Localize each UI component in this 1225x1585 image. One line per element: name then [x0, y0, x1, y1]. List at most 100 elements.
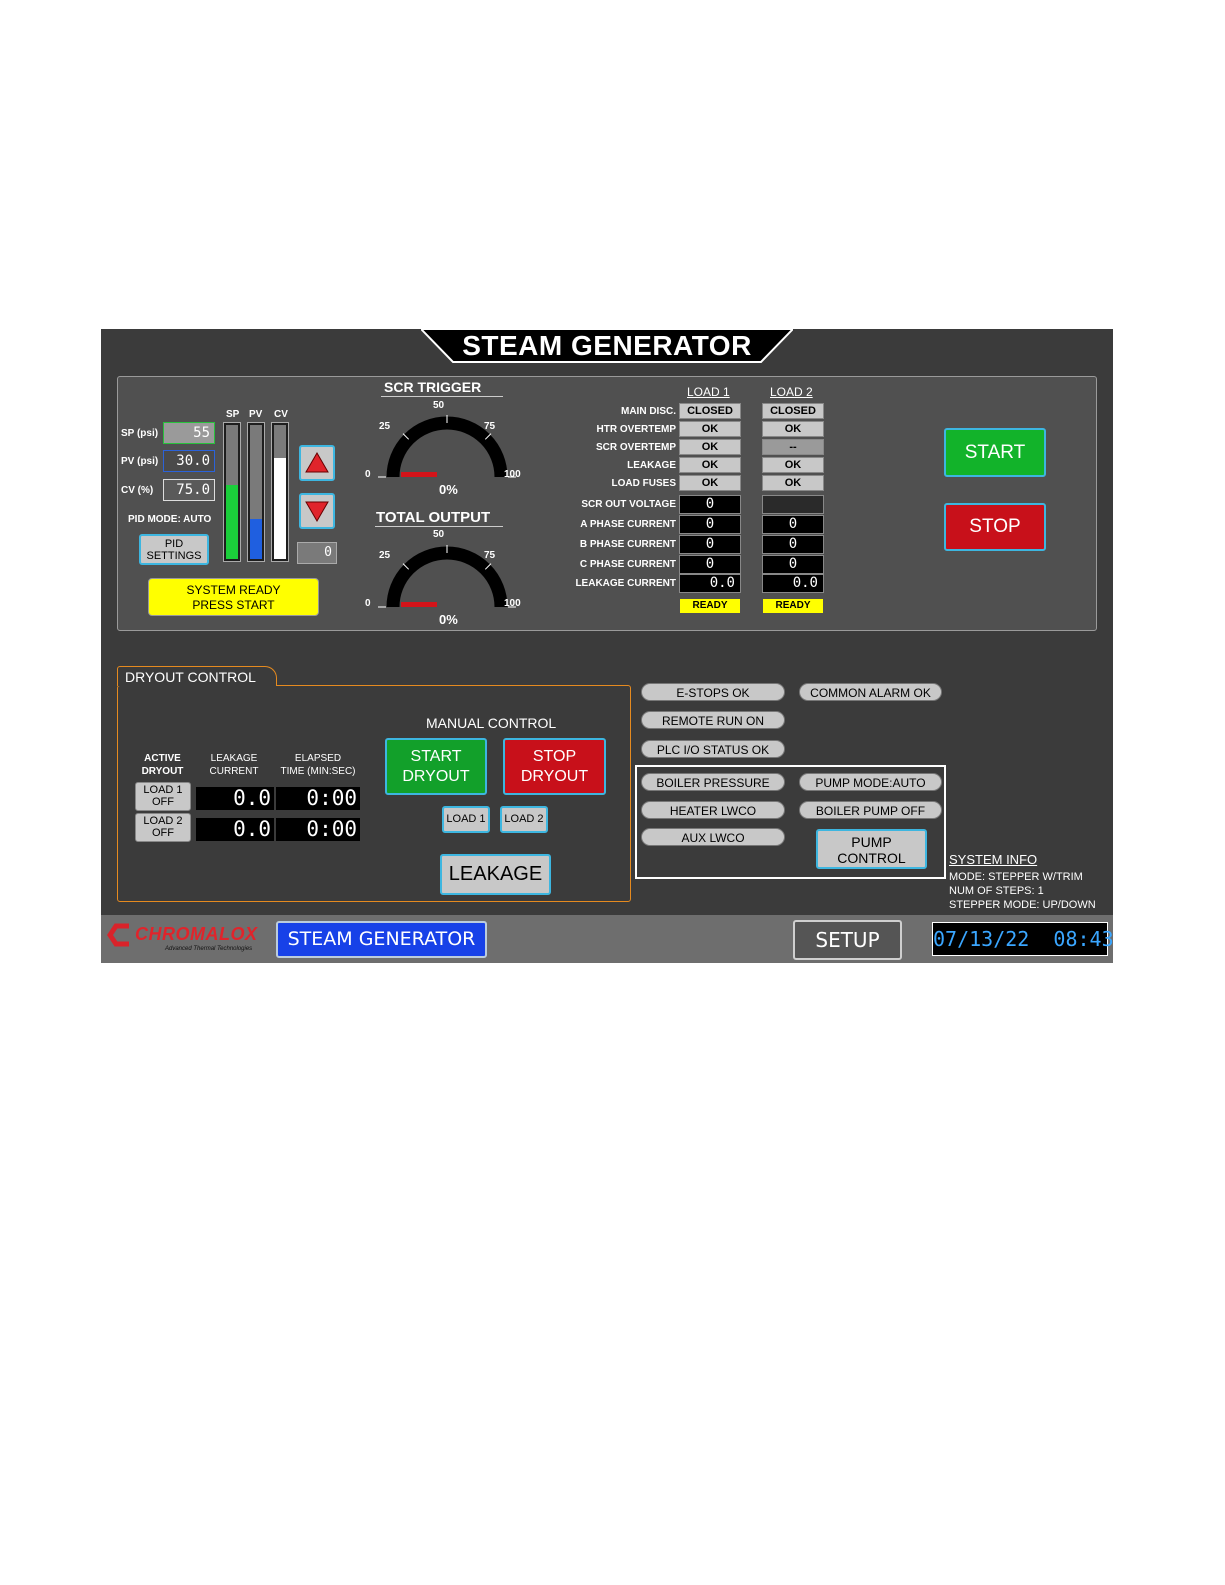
load1-dryout-leakage: 0.0: [196, 787, 274, 810]
load2-b-phase-current: 0: [762, 535, 824, 554]
scr-overtemp-label: SCR OVERTEMP: [595, 442, 676, 453]
scr-out-voltage-label: SCR OUT VOLTAGE: [581, 499, 676, 510]
load1-dryout-time: 0:00: [276, 787, 360, 810]
total-tick-75: 75: [484, 550, 496, 561]
leakage-current-header: LEAKAGE CURRENT: [209, 753, 259, 777]
common-alarm-status: COMMON ALARM OK: [799, 683, 942, 701]
manual-output-value[interactable]: 0: [297, 542, 337, 564]
system-info-title: SYSTEM INFO: [949, 852, 1038, 867]
load2-c-phase-current: 0: [762, 555, 824, 574]
load1-load-fuses: OK: [679, 475, 741, 491]
load2-a-phase-current: 0: [762, 515, 824, 534]
steam-generator-nav-button[interactable]: STEAM GENERATOR: [276, 921, 487, 958]
scr-tick-0: 0: [365, 469, 371, 480]
load-fuses-label: LOAD FUSES: [611, 478, 676, 489]
main-disc-label: MAIN DISC.: [621, 406, 676, 417]
aux-lwco-status: AUX LWCO: [641, 828, 785, 846]
a-phase-current-label: A PHASE CURRENT: [580, 519, 676, 530]
scr-tick-100: 100: [504, 469, 521, 480]
leakage-label: LEAKAGE: [627, 460, 676, 471]
load2-ready-badge: READY: [763, 599, 823, 613]
pid-mode-text: PID MODE: AUTO: [128, 514, 212, 525]
pv-display: 30.0: [163, 450, 215, 472]
boiler-status-box: [635, 765, 946, 879]
scr-trigger-value: 0%: [439, 482, 458, 497]
chromalox-tagline: Advanced Thermal Technologies: [165, 946, 253, 952]
manual-control-title: MANUAL CONTROL: [426, 715, 557, 731]
load1-c-phase-current: 0: [679, 555, 741, 574]
total-tick-100: 100: [504, 598, 521, 609]
load2-dryout-time: 0:00: [276, 818, 360, 841]
scr-tick-50: 50: [433, 400, 445, 411]
pump-mode-status: PUMP MODE:AUTO: [799, 773, 942, 791]
system-info-mode: MODE: STEPPER W/TRIM: [949, 871, 1083, 883]
down-arrow-icon: [305, 501, 329, 522]
cv-bar: [271, 422, 289, 562]
load2-dryout-leakage: 0.0: [196, 818, 274, 841]
total-output-value: 0%: [439, 612, 458, 627]
load2-header: LOAD 2: [770, 385, 813, 399]
total-tick-25: 25: [379, 550, 391, 561]
load1-b-phase-current: 0: [679, 535, 741, 554]
active-dryout-header: ACTIVE DRYOUT: [141, 753, 184, 777]
cv-label: CV (%): [121, 485, 154, 496]
sp-label: SP (psi): [121, 428, 159, 439]
load2-scr-out-voltage: [762, 495, 824, 514]
total-tick-0: 0: [365, 598, 371, 609]
boiler-pressure-status: BOILER PRESSURE: [641, 773, 785, 791]
page-title: STEAM GENERATOR: [462, 330, 752, 361]
leakage-button[interactable]: LEAKAGE: [440, 854, 551, 895]
c-phase-current-label: C PHASE CURRENT: [579, 559, 676, 570]
load1-main-disc: CLOSED: [679, 403, 741, 419]
load1-dryout-toggle[interactable]: LOAD 1 OFF: [135, 782, 191, 811]
scr-trigger-underline: [381, 396, 503, 397]
load1-scr-out-voltage: 0: [679, 495, 741, 514]
chromalox-logo-icon: [107, 923, 129, 947]
load1-leakage-current: 0.0: [679, 574, 741, 593]
load1-leakage: OK: [679, 457, 741, 473]
decrease-button[interactable]: [299, 493, 335, 529]
leakage-current-label: LEAKAGE CURRENT: [575, 578, 676, 589]
load1-htr-overtemp: OK: [679, 421, 741, 437]
load2-leakage-current: 0.0: [762, 574, 824, 593]
start-dryout-button[interactable]: START DRYOUT: [385, 738, 487, 795]
b-phase-current-label: B PHASE CURRENT: [579, 539, 676, 550]
load1-a-phase-current: 0: [679, 515, 741, 534]
manual-load1-button[interactable]: LOAD 1: [442, 806, 490, 833]
scr-tick-25: 25: [379, 421, 391, 432]
manual-load2-button[interactable]: LOAD 2: [500, 806, 548, 833]
increase-button[interactable]: [299, 445, 335, 481]
load2-leakage: OK: [762, 457, 824, 473]
system-info-steps: NUM OF STEPS: 1: [949, 885, 1044, 897]
load1-header: LOAD 1: [687, 385, 730, 399]
datetime-display: 07/13/22 08:43: [932, 922, 1113, 956]
load2-htr-overtemp: OK: [762, 421, 824, 437]
heater-lwco-status: HEATER LWCO: [641, 801, 785, 819]
stop-dryout-button[interactable]: STOP DRYOUT: [503, 738, 606, 795]
cv-input[interactable]: 75.0: [163, 479, 215, 501]
remote-run-status: REMOTE RUN ON: [641, 711, 785, 729]
chromalox-logo-text: CHROMALOX: [135, 924, 258, 944]
pv-bar: [247, 422, 265, 562]
pid-settings-button[interactable]: PID SETTINGS: [139, 534, 209, 565]
pv-bar-label: PV: [249, 409, 263, 420]
load2-scr-overtemp: --: [762, 439, 824, 455]
footer-bar: CHROMALOX Advanced Thermal Technologies …: [101, 915, 1113, 963]
load2-main-disc: CLOSED: [762, 403, 824, 419]
load1-scr-overtemp: OK: [679, 439, 741, 455]
sp-input[interactable]: 55: [163, 422, 215, 444]
boiler-pump-status: BOILER PUMP OFF: [799, 801, 942, 819]
start-button[interactable]: START: [944, 428, 1046, 477]
dryout-control-panel: [117, 685, 631, 902]
status-line-1: SYSTEM READY: [186, 583, 281, 597]
setup-button[interactable]: SETUP: [793, 920, 902, 960]
load2-dryout-toggle[interactable]: LOAD 2 OFF: [135, 813, 191, 842]
total-output-title: TOTAL OUTPUT: [376, 509, 491, 526]
sp-bar-label: SP: [226, 409, 240, 420]
plc-io-status: PLC I/O STATUS OK: [641, 740, 785, 758]
load2-load-fuses: OK: [762, 475, 824, 491]
load1-ready-badge: READY: [680, 599, 740, 613]
stop-button[interactable]: STOP: [944, 503, 1046, 551]
pump-control-button[interactable]: PUMP CONTROL: [816, 829, 927, 869]
hmi-screen: STEAM GENERATOR SP (psi) 55 PV (psi) 30.…: [101, 329, 1113, 963]
